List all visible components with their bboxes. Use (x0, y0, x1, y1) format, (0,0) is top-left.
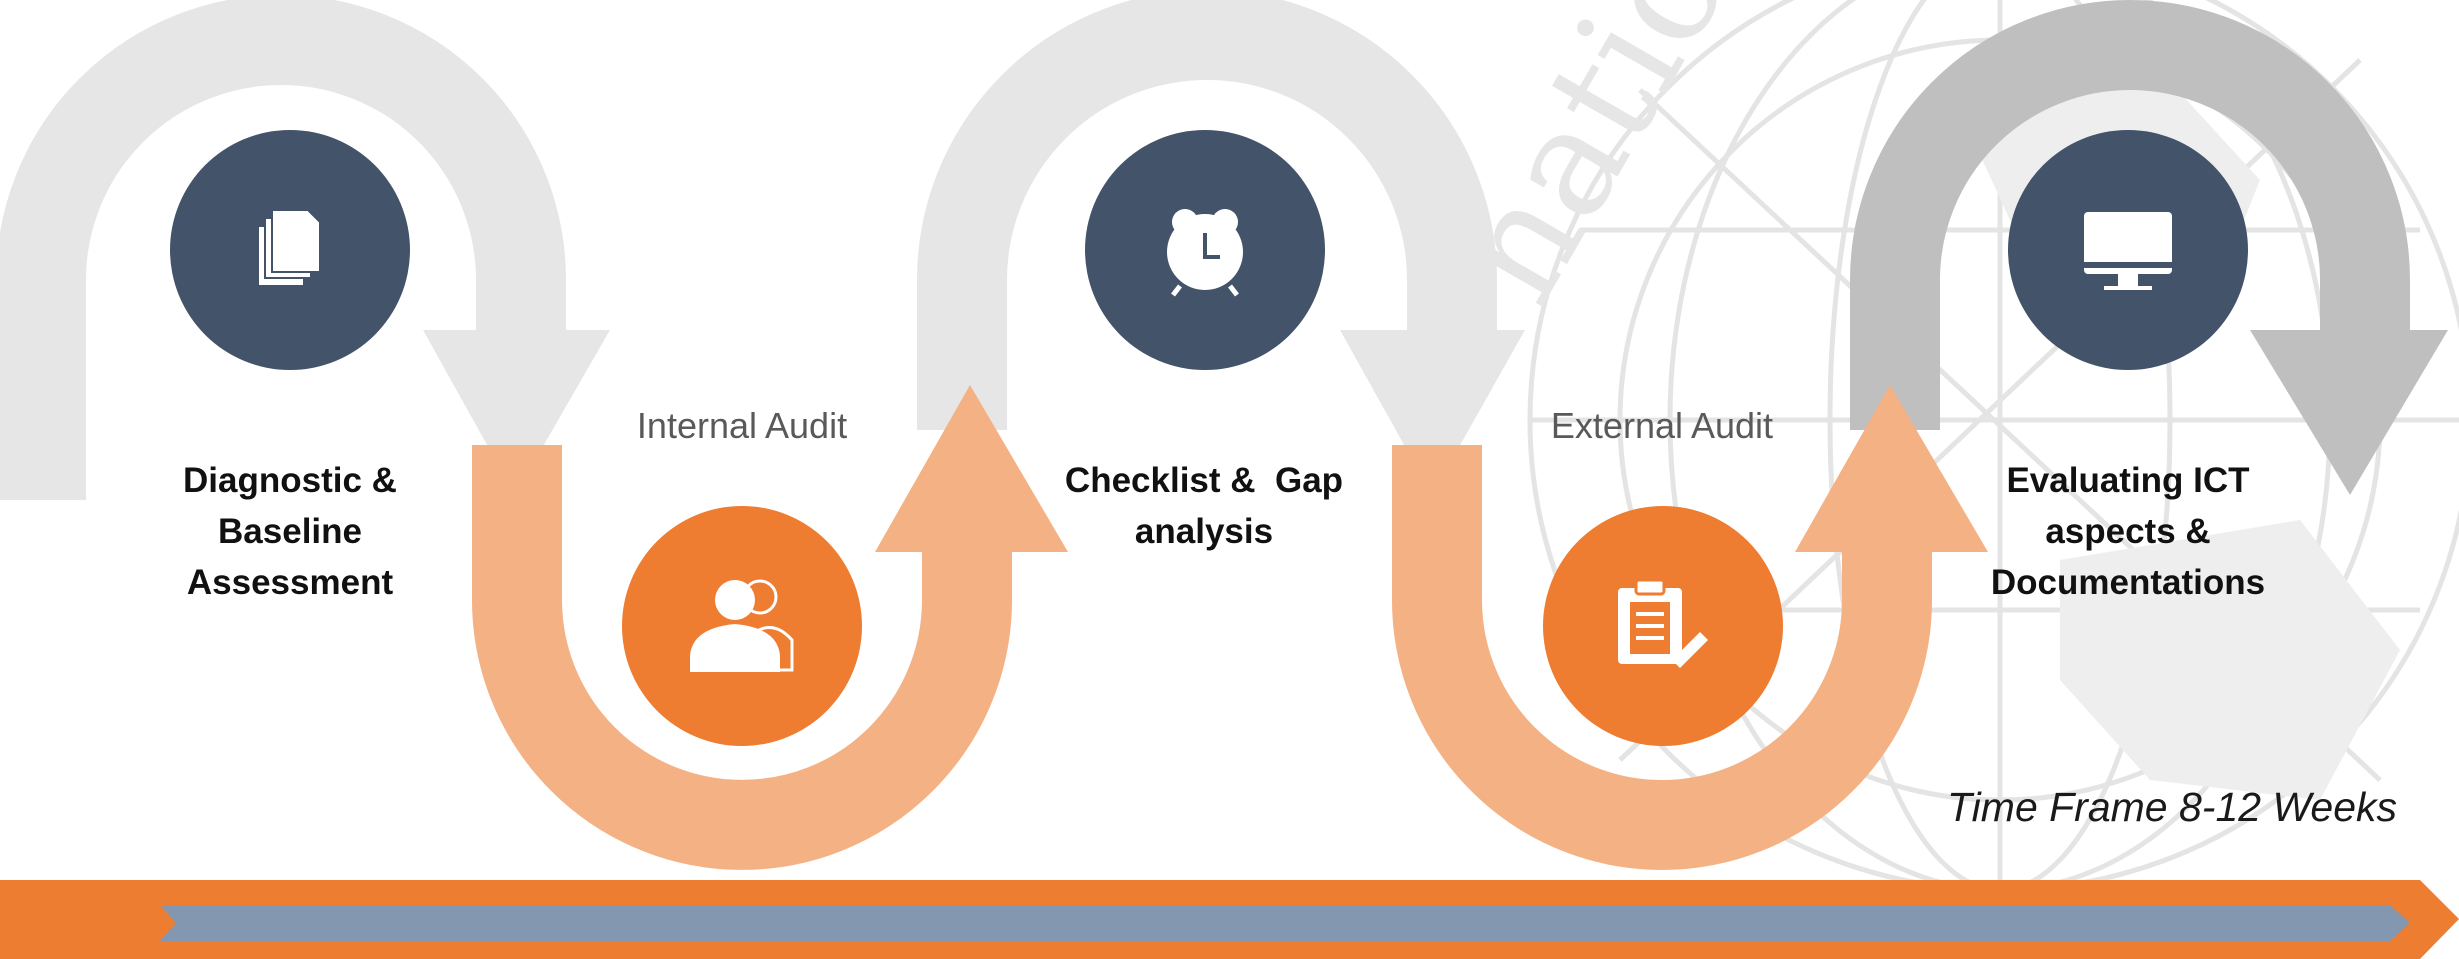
upper-arrow-2 (917, 0, 1525, 495)
internal-audit-label: Internal Audit (636, 405, 848, 446)
documents-icon (257, 209, 321, 287)
lower-arrow-2 (1392, 385, 1988, 870)
alarm-clock-icon (1167, 209, 1243, 297)
external-audit-label: External Audit (1550, 405, 1774, 446)
timeframe-label: Time Frame 8-12 Weeks (1947, 784, 2397, 830)
clipboard-edit-icon (1618, 578, 1708, 668)
step-2-title-line-2: analysis (1134, 512, 1274, 551)
step-2-title: Checklist & Gap analysis (1039, 455, 1369, 557)
timeline-bar (0, 880, 2459, 959)
step-1-title-line-2: Baseline (218, 512, 362, 551)
step-2-title-line-1: Checklist & Gap (1064, 461, 1344, 500)
upper-arrow-1 (0, 0, 610, 500)
monitor-icon (2084, 212, 2172, 290)
step-1-title: Diagnostic & Baseline Assessment (125, 455, 455, 608)
lower-arrow-1 (472, 385, 1068, 870)
step-3-title-line-2: aspects & (2045, 512, 2211, 551)
step-3-title: Evaluating ICT aspects & Documentations (1963, 455, 2293, 608)
users-icon (690, 579, 794, 672)
upper-arrow-3 (1850, 0, 2448, 495)
step-3-title-line-1: Evaluating ICT (2006, 461, 2250, 500)
step-3-title-line-3: Documentations (1990, 563, 2266, 602)
step-1-title-line-3: Assessment (186, 563, 394, 602)
step-1-title-line-1: Diagnostic & (183, 461, 397, 500)
